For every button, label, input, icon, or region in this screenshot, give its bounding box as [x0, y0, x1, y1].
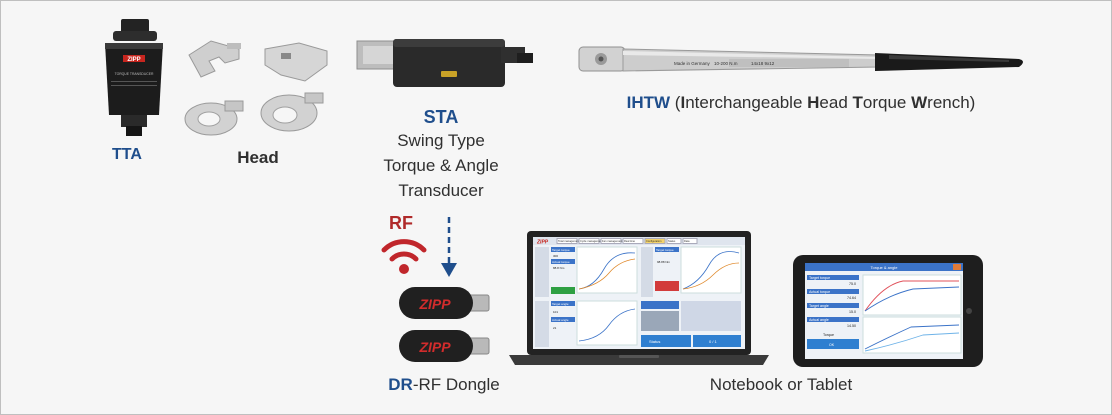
tta-body-text: TORQUE TRANSDUCER [115, 72, 154, 76]
tta-label: TTA [112, 146, 142, 163]
notebook-tab: Cycle management [580, 239, 603, 243]
ihtw-wrench-image: Made in Germany 10-200 N.m 14x18 9x12 [578, 46, 1023, 72]
tablet-row-value: 74.64 [847, 296, 856, 300]
ihtw-part: rench) [927, 93, 976, 112]
sta-device-image [356, 39, 533, 87]
head-images [184, 40, 328, 136]
nb-panel-label: Target torque [552, 248, 570, 252]
notebook-image: ZIPP Total management Cycle management F… [509, 231, 769, 365]
tablet-row-label: Target torque [809, 276, 830, 280]
wifi-signal-icon [381, 239, 427, 274]
dongle-rest: -RF Dongle [412, 375, 500, 394]
nb-panel-label: Target angle [552, 302, 569, 306]
sta-desc-line3: Transducer [398, 181, 484, 200]
ihtw-part: T [852, 93, 863, 112]
ring-head-2-icon [260, 92, 324, 132]
dongle-label: DR-RF Dongle [369, 375, 519, 395]
nb-value: 300 [553, 254, 558, 258]
nb-value: 98.88 Nm [657, 260, 671, 264]
tablet-row-label: Torque [823, 333, 834, 337]
notebook-tab: Total management [558, 239, 580, 243]
devices-label: Notebook or Tablet [709, 375, 853, 394]
tta-device-image: ZIPP TORQUE TRANSDUCER [105, 19, 163, 136]
head-label: Head [237, 148, 279, 167]
tablet-row-label: Actual torque [809, 290, 830, 294]
tablet-row-value: 14.50 [847, 324, 856, 328]
dongle-image-2: ZIPP [399, 330, 490, 362]
notebook-logo: ZIPP [536, 240, 549, 246]
ihtw-part: ead [819, 93, 853, 112]
tablet-row-value: 75.0 [849, 282, 856, 286]
tta-logo-text: ZIPP [127, 57, 140, 63]
ihtw-part: I [680, 93, 686, 112]
tablet-row-value: OK [829, 343, 835, 347]
nb-panel-label: Actual torque [552, 260, 570, 264]
nb-value: 88.8 Nm [553, 266, 565, 270]
dongle-logo-2: ZIPP [418, 339, 451, 355]
ihtw-engraving-2: 10-200 N.m [714, 61, 738, 66]
nb-counter: 0 / 1 [709, 339, 718, 344]
ihtw-engraving-3: 14x18 9x12 [751, 61, 775, 66]
ihtw-part: orque [862, 93, 912, 112]
ihtw-part: nterchangeable [685, 93, 808, 112]
nb-status: Status [649, 339, 660, 344]
sta-label: STA [423, 107, 459, 127]
dongle-logo: ZIPP [418, 296, 451, 312]
nb-value: 21 [553, 326, 557, 330]
sta-desc-line2: Torque & Angle [383, 156, 499, 175]
tablet-title: Torque & angle [871, 265, 899, 270]
tablet-row-label: Actual angle [809, 318, 829, 322]
nb-panel-label: Actual angle [552, 318, 569, 322]
dongle-abbr: DR [388, 375, 413, 394]
ihtw-part: H [807, 93, 820, 112]
notebook-tab: Fan management [602, 239, 623, 243]
open-end-head-2-icon [264, 42, 328, 82]
down-arrow-icon [441, 217, 457, 277]
ihtw-part: IHTW [626, 93, 671, 112]
tablet-image: Torque & angle Target torque 75.0 Actual… [793, 255, 983, 367]
ring-head-icon [184, 100, 244, 136]
nb-panel-label: Target torque [656, 248, 674, 252]
rf-label: RF [389, 213, 413, 233]
nb-value: 101 [553, 310, 558, 314]
ihtw-part: ( [670, 93, 681, 112]
ihtw-engraving-1: Made in Germany [674, 61, 711, 66]
ihtw-part: W [911, 93, 928, 112]
tablet-row-value: 15.0 [849, 310, 856, 314]
open-end-head-icon [188, 40, 241, 78]
notebook-tab: Configuration [646, 239, 662, 243]
sta-desc-line1: Swing Type [397, 131, 485, 150]
notebook-tab: Status [668, 239, 676, 243]
sta-status-led [441, 71, 457, 77]
notebook-tab: Data [684, 239, 690, 243]
dongle-image: ZIPP [399, 287, 490, 319]
notebook-tab: Real time [624, 239, 636, 243]
ihtw-label: IHTW (Interchangeable Head Torque Wrench… [591, 93, 1011, 113]
tta-logo [123, 55, 145, 62]
tablet-row-label: Target angle [809, 304, 829, 308]
